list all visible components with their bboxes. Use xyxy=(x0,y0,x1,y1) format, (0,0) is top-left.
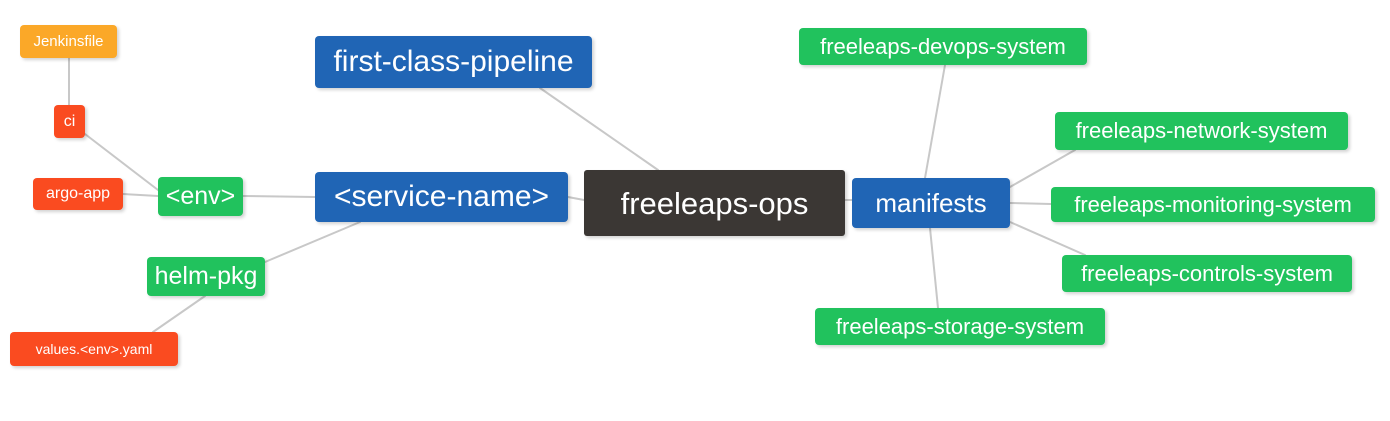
mindmap-node-helm-pkg[interactable]: helm-pkg xyxy=(147,257,265,296)
edge-manifests-to-freeleaps-storage-system xyxy=(929,227,939,309)
mindmap-node-freeleaps-ops[interactable]: freeleaps-ops xyxy=(584,170,845,236)
mindmap-node-freeleaps-storage-system[interactable]: freeleaps-storage-system xyxy=(815,308,1105,345)
edge-first-class-pipeline-to-freeleaps-ops xyxy=(539,87,659,171)
mindmap-node-argo-app[interactable]: argo-app xyxy=(33,178,123,210)
mindmap-node-manifests[interactable]: manifests xyxy=(852,178,1010,228)
edge-service-name-to-freeleaps-ops xyxy=(567,196,585,201)
edge-manifests-to-freeleaps-controls-system xyxy=(1009,221,1086,256)
edge-env-to-service-name xyxy=(242,195,316,198)
mindmap-node-first-class-pipeline[interactable]: first-class-pipeline xyxy=(315,36,592,88)
edge-manifests-to-freeleaps-devops-system xyxy=(924,64,946,179)
mindmap-node-service-name[interactable]: <service-name> xyxy=(315,172,568,222)
mindmap-node-freeleaps-devops-system[interactable]: freeleaps-devops-system xyxy=(799,28,1087,65)
edge-argo-app-to-env xyxy=(122,193,159,197)
mindmap-node-jenkinsfile[interactable]: Jenkinsfile xyxy=(20,25,117,58)
edge-values-yaml-to-helm-pkg xyxy=(152,295,206,333)
mindmap-node-values-yaml[interactable]: values.<env>.yaml xyxy=(10,332,178,366)
edge-helm-pkg-to-service-name xyxy=(264,221,361,263)
mindmap-node-freeleaps-monitoring-system[interactable]: freeleaps-monitoring-system xyxy=(1051,187,1375,222)
mindmap-node-freeleaps-controls-system[interactable]: freeleaps-controls-system xyxy=(1062,255,1352,292)
mindmap-node-freeleaps-network-system[interactable]: freeleaps-network-system xyxy=(1055,112,1348,150)
mindmap-node-env[interactable]: <env> xyxy=(158,177,243,216)
edge-manifests-to-freeleaps-network-system xyxy=(1009,149,1076,188)
edge-manifests-to-freeleaps-monitoring-system xyxy=(1009,202,1052,205)
mindmap-node-ci[interactable]: ci xyxy=(54,105,85,138)
